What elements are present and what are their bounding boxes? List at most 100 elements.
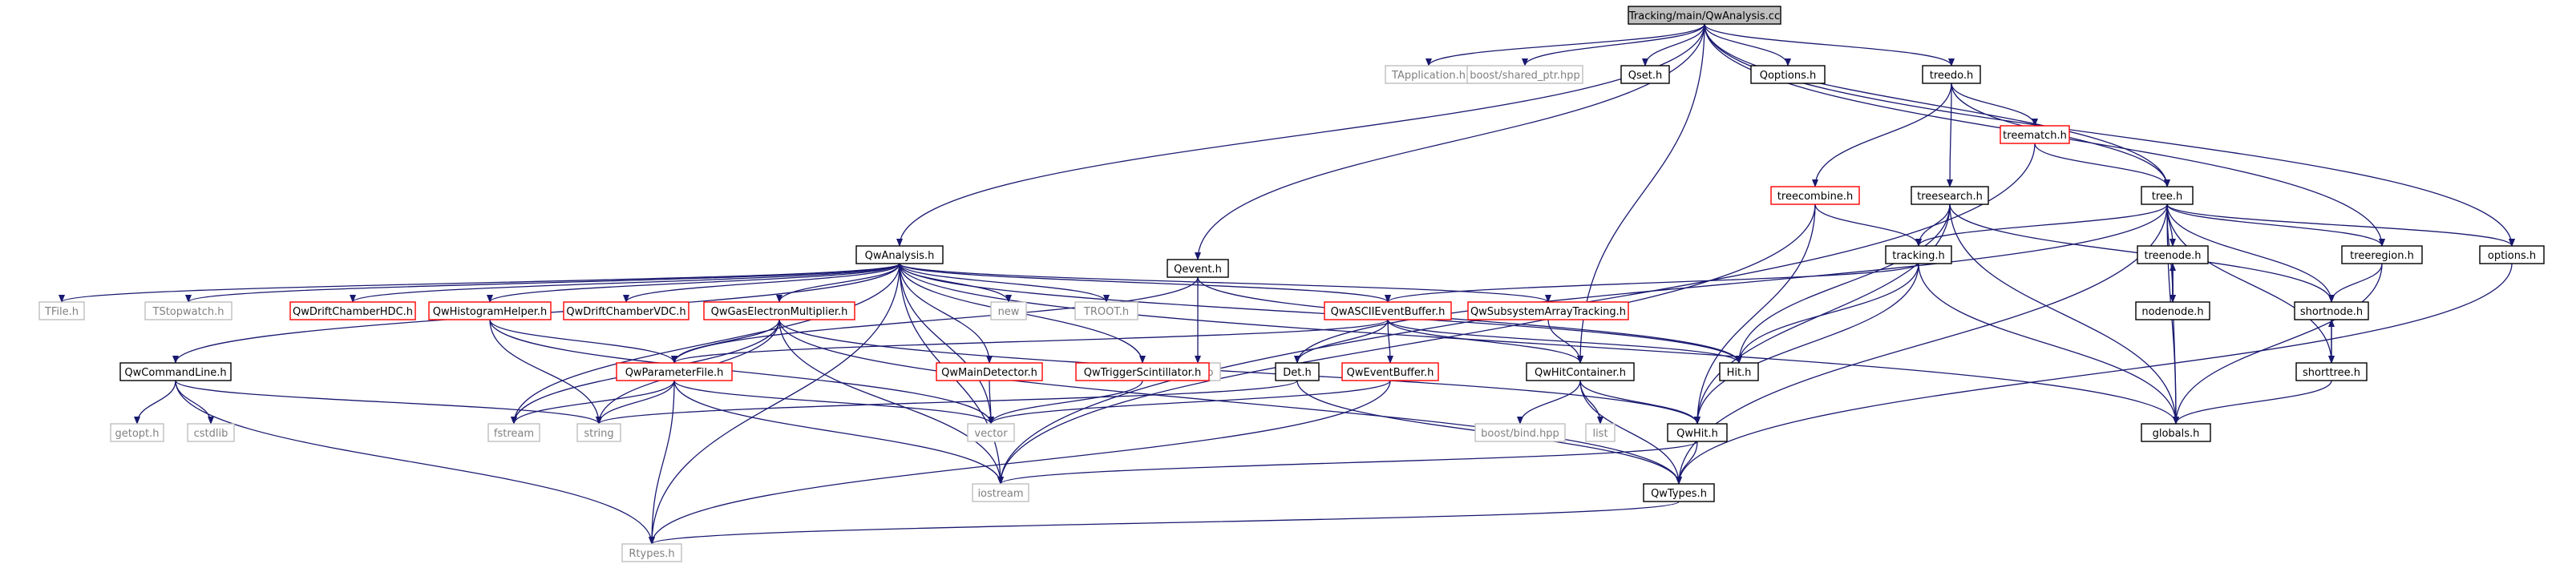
node-treedo_h[interactable]: treedo.h <box>1922 65 1981 84</box>
node-qwtypes_h[interactable]: QwTypes.h <box>1643 483 1715 502</box>
node-treesearch_h[interactable]: treesearch.h <box>1911 186 1989 205</box>
edge-qwasciieventbuffer_h-to-qwparameterfile_h <box>671 319 1389 364</box>
node-label: QwDriftChamberHDC.h <box>293 306 413 318</box>
edge-treedo_h-to-treecombine_h <box>1812 83 1952 187</box>
edge-arrow <box>1949 203 2179 425</box>
edge-tracking_h-to-qwhit_h <box>1694 263 1919 425</box>
edge-qwanalysis_h-to-tfile_h <box>59 263 900 303</box>
edge-arrow <box>1386 319 1393 364</box>
node-qwmaindetector_h[interactable]: QwMainDetector.h <box>936 362 1043 381</box>
node-label: nodenode.h <box>2141 306 2203 318</box>
node-box <box>1620 65 1670 84</box>
edge-qwanalysis_h-to-qwsubsystemarraytracking_h <box>899 263 1551 303</box>
edge-arrow <box>899 263 1391 303</box>
edge-qwasciieventbuffer_h-to-det_h <box>1294 319 1389 364</box>
node-qoptions_h[interactable]: Qoptions.h <box>1750 65 1826 84</box>
node-label: iostream <box>977 488 1023 500</box>
node-box <box>967 423 1015 442</box>
node-label: boost/shared_ptr.hpp <box>1470 70 1580 82</box>
node-label: QwDriftChamberVDC.h <box>566 306 685 318</box>
edge-options_h-to-qwtypes_h <box>1676 263 2513 485</box>
node-box <box>1074 301 1138 320</box>
edge-tree_h-to-shortnode_h <box>2166 203 2335 303</box>
edge-arrow <box>1736 203 1951 364</box>
node-tracking_h[interactable]: tracking.h <box>1885 245 1952 264</box>
edge-qweventbuffer_h-to-rtypes_h <box>649 380 1391 545</box>
node-qwasciieventbuffer_h[interactable]: QwASCIIEventBuffer.h <box>1324 301 1452 320</box>
edge-qwanalysis_h-to-qwgaselectronmultiplier_h <box>776 263 900 303</box>
edge-tracking_h-to-qwasciieventbuffer_h <box>1385 263 1919 303</box>
edge-tracking_h-to-globals_h <box>1918 263 2179 425</box>
edge-arrow <box>175 380 214 425</box>
node-det_h[interactable]: Det.h <box>1275 362 1320 381</box>
node-qwgaselectronmultiplier_h[interactable]: QwGasElectronMultiplier.h <box>703 301 855 320</box>
node-box <box>1167 259 1229 278</box>
node-qwdriftchamberhdc_h[interactable]: QwDriftChamberHDC.h <box>289 301 416 320</box>
node-qwsubsystemarraytracking_h[interactable]: QwSubsystemArrayTracking.h <box>1467 301 1629 320</box>
node-label: QwHitContainer.h <box>1535 367 1626 379</box>
node-qwcommandline_h[interactable]: QwCommandLine.h <box>119 362 232 381</box>
edge-qwtypes_h-to-rtypes_h <box>649 501 1680 545</box>
node-box <box>621 543 682 562</box>
node-treematch_h[interactable]: treematch.h <box>2000 125 2070 144</box>
node-nodenode_h[interactable]: nodenode.h <box>2135 301 2210 320</box>
node-box <box>576 423 621 442</box>
edge-arrow <box>185 263 900 303</box>
edge-arrow <box>1387 319 1583 364</box>
node-label: new <box>998 306 1020 318</box>
node-treecombine_h[interactable]: treecombine.h <box>1770 186 1860 205</box>
edge-arrow <box>1736 263 1919 364</box>
node-label: shorttree.h <box>2303 367 2360 379</box>
edge-arrow <box>1704 23 2170 187</box>
node-qwhistogramhelper_h[interactable]: QwHistogramHelper.h <box>428 301 552 320</box>
node-qset_h[interactable]: Qset.h <box>1620 65 1670 84</box>
edge-qwanalysis_h-to-troot_h <box>899 263 1110 303</box>
node-hit_h[interactable]: Hit.h <box>1719 362 1759 381</box>
node-box <box>855 245 944 264</box>
edge-qwanalysis_cc-to-tree_h <box>1704 23 2170 187</box>
node-tree_h[interactable]: tree.h <box>2141 186 2194 205</box>
edge-qwparameterfile_h-to-vector <box>673 380 994 425</box>
edge-arrow <box>175 380 602 425</box>
node-fstream: fstream <box>487 423 540 442</box>
node-globals_h[interactable]: globals.h <box>2141 423 2211 442</box>
node-box <box>1467 301 1629 320</box>
edge-qwanalysis_cc-to-treedo_h <box>1704 23 1955 66</box>
node-qweventbuffer_h[interactable]: QwEventBuffer.h <box>1341 362 1439 381</box>
edge-qwasciieventbuffer_h-to-qweventbuffer_h <box>1386 319 1393 364</box>
node-label: QwTypes.h <box>1651 488 1707 500</box>
edge-qwhit_h-to-iostream <box>997 441 1698 485</box>
node-qwhitcontainer_h[interactable]: QwHitContainer.h <box>1526 362 1635 381</box>
node-box <box>289 301 416 320</box>
edge-qwcommandline_h-to-cstdlib <box>175 380 214 425</box>
node-options_h[interactable]: options.h <box>2479 245 2545 264</box>
node-qwtriggerscintillator_h[interactable]: QwTriggerScintillator.h <box>1075 362 1210 381</box>
node-qwparameterfile_h[interactable]: QwParameterFile.h <box>616 362 733 381</box>
node-qwanalysis_cc[interactable]: Tracking/main/QwAnalysis.cc <box>1628 6 1781 25</box>
node-qwanalysis_h[interactable]: QwAnalysis.h <box>855 245 944 264</box>
edge-qwanalysis_cc-to-qoptions_h <box>1704 23 1791 66</box>
node-shortnode_h[interactable]: shortnode.h <box>2294 301 2369 320</box>
node-shorttree_h[interactable]: shorttree.h <box>2295 362 2368 381</box>
edge-qweventbuffer_h-to-vector <box>988 380 1391 425</box>
node-box <box>1922 65 1981 84</box>
edge-arrow <box>2173 380 2332 425</box>
edge-arrow <box>596 380 675 425</box>
node-qevent_h[interactable]: Qevent.h <box>1167 259 1229 278</box>
edge-qwhistogramhelper_h-to-vector <box>489 319 994 425</box>
node-treenode_h[interactable]: treenode.h <box>2137 245 2209 264</box>
node-label: Qoptions.h <box>1760 70 1816 82</box>
edge-qwparameterfile_h-to-fstream <box>511 380 675 425</box>
node-label: QwSubsystemArrayTracking.h <box>1470 306 1626 318</box>
edge-qwanalysis_h-to-fstream <box>511 263 900 425</box>
node-box <box>703 301 855 320</box>
node-label: boost/bind.hpp <box>1481 428 1559 440</box>
edge-arrow <box>1195 23 1705 260</box>
node-qwhit_h[interactable]: QwHit.h <box>1667 423 1728 442</box>
node-qwdriftchambervdc_h[interactable]: QwDriftChamberVDC.h <box>563 301 689 320</box>
edge-arrow <box>1704 23 1791 66</box>
edge-qwcommandline_h-to-getopt_h <box>134 380 176 425</box>
node-treeregion_h[interactable]: treeregion.h <box>2341 245 2423 264</box>
node-label: QwHistogramHelper.h <box>433 306 547 318</box>
